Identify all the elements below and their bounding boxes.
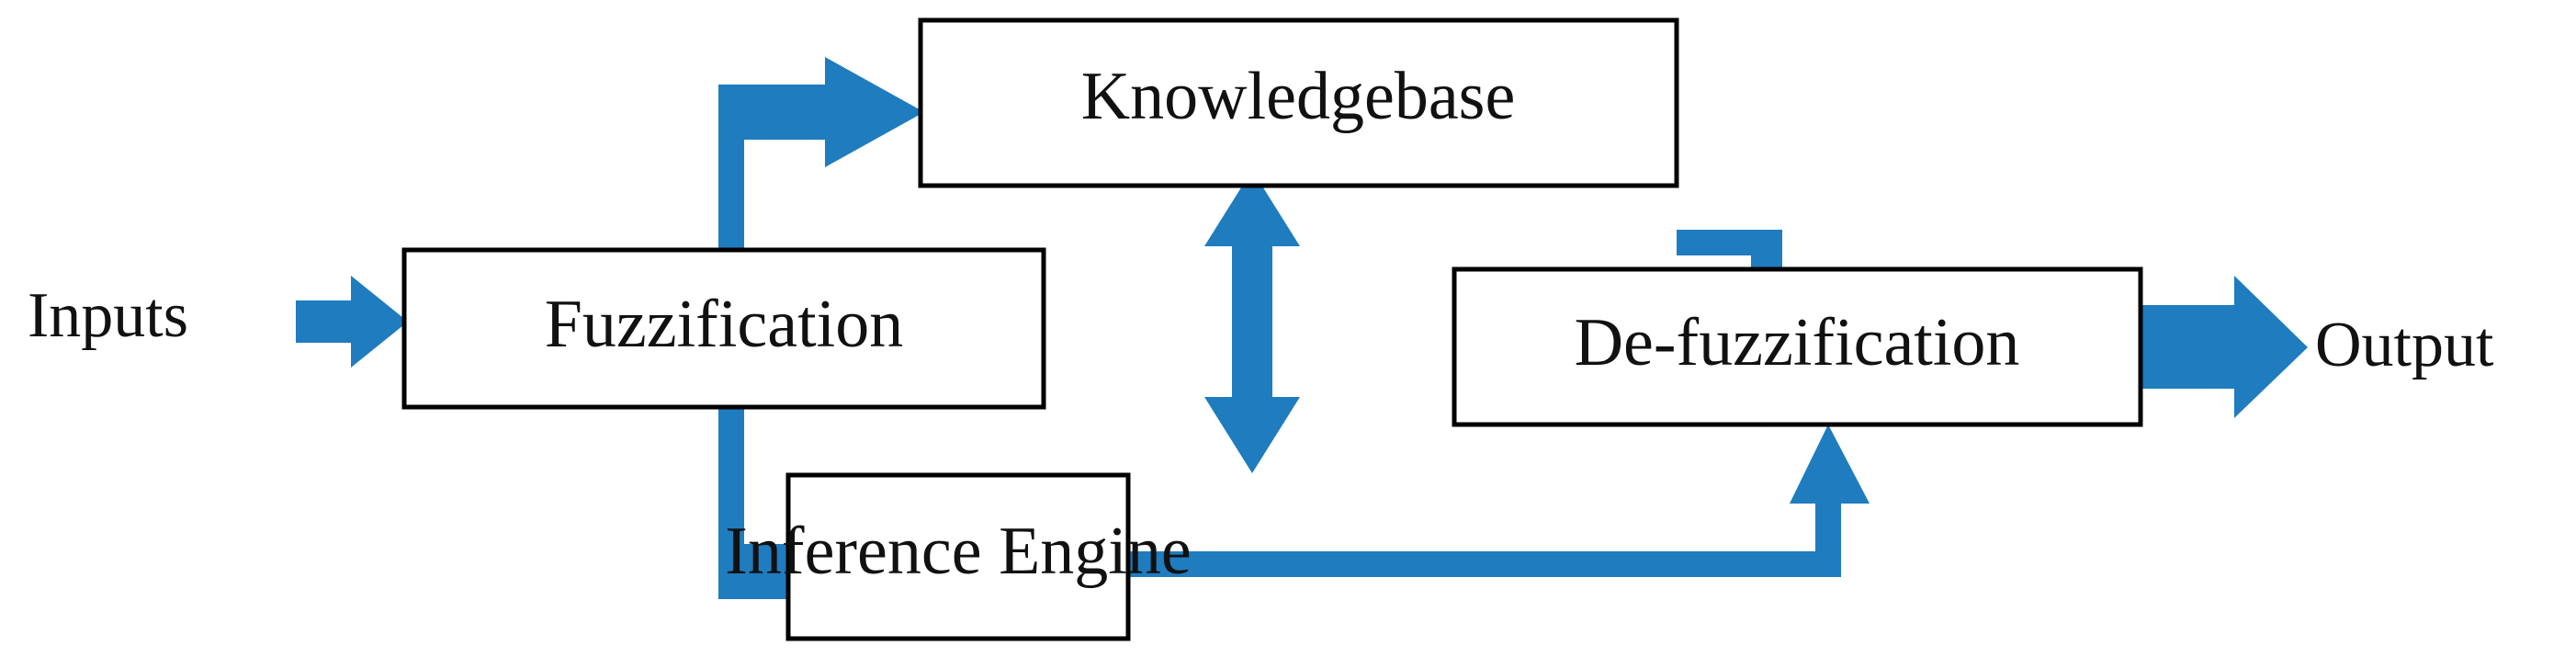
node-knowledgebase-box[interactable] xyxy=(918,17,1679,188)
arrow-inference-engine-to-defuzzification xyxy=(1128,425,1870,577)
arrow-defuzzification-to-output xyxy=(2142,276,2308,418)
label-inputs: Inputs xyxy=(28,280,188,351)
node-defuzzification[interactable]: De-fuzzification xyxy=(1452,266,2143,427)
node-defuzzification-label: De-fuzzification xyxy=(1575,305,2020,380)
arrow-fuzzification-to-knowledgebase xyxy=(718,57,924,250)
label-output: Output xyxy=(2315,310,2494,380)
node-fuzzification-label: Fuzzification xyxy=(545,287,903,362)
arrow-inputs-to-fuzzification xyxy=(296,276,408,368)
node-defuzzification-box[interactable] xyxy=(1452,266,2143,427)
node-knowledgebase[interactable]: Knowledgebase xyxy=(918,17,1679,188)
node-fuzzification[interactable]: Fuzzification xyxy=(401,247,1046,410)
node-inference-engine-label: Inference Engine xyxy=(725,514,1191,589)
node-knowledgebase-label: Knowledgebase xyxy=(1081,59,1516,134)
arrow-knowledgebase-inference-engine-bidirectional xyxy=(1204,170,1300,473)
node-inference-engine[interactable]: Inference Engine xyxy=(725,472,1192,641)
node-fuzzification-box[interactable] xyxy=(401,247,1046,410)
node-inference-engine-box[interactable] xyxy=(785,472,1131,641)
